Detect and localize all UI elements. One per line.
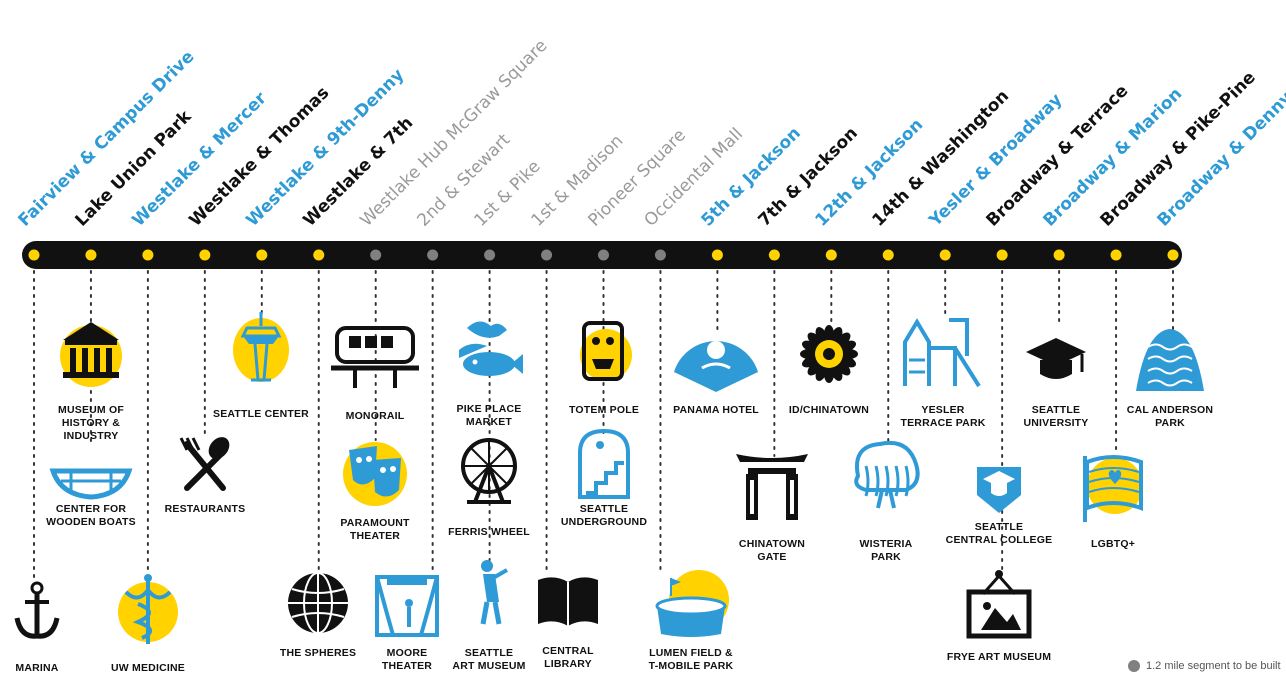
landmark-label: THE SPHERES	[279, 647, 357, 659]
landmark-label: SEATTLE CENTRAL COLLEGE	[945, 521, 1053, 546]
landmark-label: MUSEUM OF HISTORY & INDUSTRY	[58, 404, 124, 442]
landmark-label: MOORE THEATER	[381, 647, 433, 672]
stop-dot	[199, 249, 211, 261]
landmark-label: SEATTLE CENTER	[213, 408, 309, 420]
stop-dot	[313, 249, 325, 261]
landmark-label: FERRIS WHEEL	[448, 526, 530, 538]
pride-flag-icon	[1083, 455, 1143, 522]
stop-dot	[882, 249, 894, 261]
stop-dot	[28, 249, 40, 261]
landmark-label: UW MEDICINE	[111, 662, 185, 674]
landmark-label: WISTERIA PARK	[859, 538, 913, 563]
stop-dot	[256, 249, 268, 261]
theater-masks-icon	[343, 442, 407, 506]
landmark-label: SEATTLE UNDERGROUND	[560, 503, 648, 528]
landmark-label: CENTER FOR WOODEN BOATS	[46, 503, 136, 528]
stop-dot	[142, 249, 154, 261]
museum-icon	[60, 322, 122, 387]
monorail-icon	[331, 326, 419, 388]
stop-dot	[484, 249, 496, 261]
hammering-man-icon	[480, 560, 508, 625]
stop-dot	[85, 249, 97, 261]
stop-dot	[1110, 249, 1122, 261]
stairs-icon	[578, 428, 630, 499]
landmark-label: FRYE ART MUSEUM	[946, 651, 1052, 663]
boat-icon	[49, 468, 133, 500]
grad-cap-badge-icon	[977, 467, 1021, 513]
stop-dot	[1053, 249, 1065, 261]
fish-icon	[459, 321, 523, 376]
fan-icon	[674, 341, 758, 392]
landmark-label: PIKE PLACE MARKET	[456, 403, 522, 428]
gate-icon	[736, 454, 808, 520]
landmark-label: SEATTLE UNIVERSITY	[1023, 404, 1089, 429]
landmark-label: LGBTQ+	[1090, 538, 1136, 550]
landmark-label: YESLER TERRACE PARK	[900, 404, 986, 429]
landmark-label: RESTAURANTS	[164, 503, 246, 515]
landmark-label: TOTEM POLE	[568, 404, 640, 416]
ferris-wheel-icon	[461, 438, 517, 504]
landmark-label: MARINA	[15, 662, 59, 674]
stage-curtain-icon	[375, 575, 439, 637]
landmark-label: CENTRAL LIBRARY	[542, 645, 594, 670]
stop-dot	[825, 249, 837, 261]
stop-dot	[370, 249, 382, 261]
stop-dot	[1167, 249, 1179, 261]
grad-cap-icon	[1026, 338, 1086, 379]
stop-dot	[711, 249, 723, 261]
stop-dot	[768, 249, 780, 261]
water-mound-icon	[1136, 329, 1204, 391]
landmark-label: PARAMOUNT THEATER	[340, 517, 410, 542]
stop-dot	[654, 249, 666, 261]
picture-frame-icon	[966, 570, 1032, 639]
legend: 1.2 mile segment to be built	[1128, 660, 1281, 672]
landmark-label: CHINATOWN GATE	[738, 538, 806, 563]
book-icon	[538, 577, 598, 626]
willow-tree-icon	[854, 441, 920, 509]
space-needle-icon	[233, 312, 289, 382]
landmark-label: MONORAIL	[345, 410, 405, 422]
fork-spoon-icon	[179, 437, 230, 491]
stop-dot	[939, 249, 951, 261]
legend-label: 1.2 mile segment to be built	[1146, 660, 1281, 672]
caduceus-icon	[118, 574, 178, 644]
globe-icon	[288, 572, 348, 634]
landmark-label: PANAMA HOTEL	[673, 404, 759, 416]
anchor-icon	[14, 581, 60, 639]
landmark-label: CAL ANDERSON PARK	[1126, 404, 1214, 429]
playground-icon	[903, 318, 981, 388]
landmark-label: SEATTLE ART MUSEUM	[452, 647, 526, 672]
stop-dot	[427, 249, 439, 261]
stadium-icon	[655, 570, 729, 637]
future-stop-legend-dot	[1128, 660, 1140, 672]
stop-dot	[541, 249, 553, 261]
stop-dot	[996, 249, 1008, 261]
totem-icon	[580, 321, 632, 381]
chrysanthemum-icon	[800, 325, 858, 383]
stop-dot	[598, 249, 609, 261]
landmark-label: LUMEN FIELD & T-MOBILE PARK	[648, 647, 734, 672]
landmark-label: ID/CHINATOWN	[788, 404, 870, 416]
